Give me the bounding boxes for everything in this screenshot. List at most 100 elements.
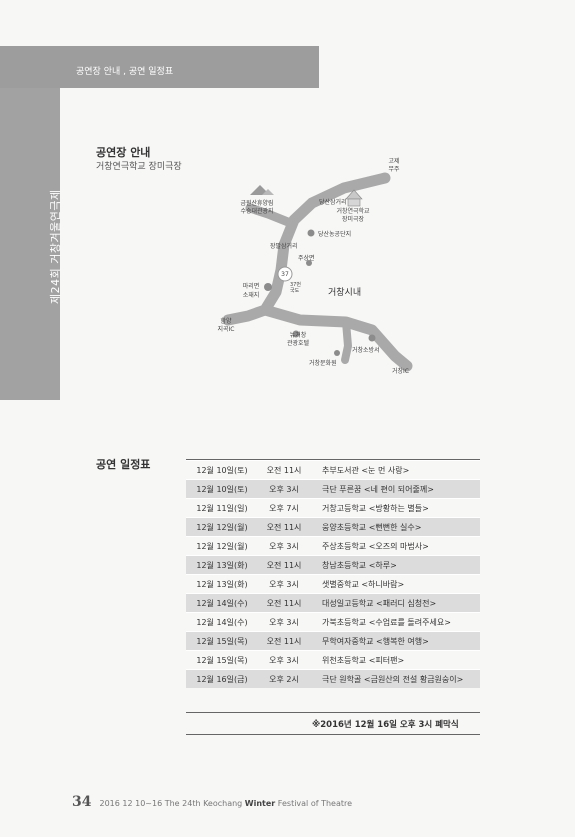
schedule-time: 오후 3시	[258, 574, 310, 594]
label-geumwon-l2: 수승대관광지	[240, 207, 273, 215]
table-bottom-rule	[186, 734, 480, 735]
label-gochang-l1: 고제	[388, 157, 399, 165]
label-gochang-l2: 무주	[388, 166, 400, 173]
school-icon	[345, 189, 363, 207]
road-main	[222, 172, 391, 326]
schedule-program: 창남초등학교 <하루>	[310, 555, 480, 575]
label-hamyang-l2: 지곡IC	[218, 325, 235, 333]
schedule-program: 무학여자중학교 <행복한 여행>	[310, 631, 480, 651]
schedule-date: 12월 12일(월)	[186, 536, 258, 556]
schedule-date: 12월 10일(토)	[186, 479, 258, 499]
label-geumwon-l1: 금원산휴양림	[240, 199, 273, 207]
schedule-time: 오후 3시	[258, 479, 310, 499]
schedule-time: 오전 11시	[258, 631, 310, 651]
schedule-time: 오전 11시	[258, 460, 310, 480]
schedule-program: 추부도서관 <눈 먼 사랑>	[310, 460, 480, 480]
schedule-date: 12월 14일(수)	[186, 612, 258, 632]
label-jangpal: 장팔삼거리	[270, 242, 298, 250]
label-jusang: 주상면	[298, 254, 315, 262]
schedule-date: 12월 15일(목)	[186, 631, 258, 651]
closing-ceremony-note: ※2016년 12월 16일 오후 3시 폐막식	[312, 720, 459, 730]
schedule-program: 거창고등학교 <방황하는 별들>	[310, 498, 480, 518]
schedule-program: 가북초등학교 <수업료를 돌려주세요>	[310, 612, 480, 632]
schedule-program: 극단 원학골 <금원산의 전설 황금원숭이>	[310, 669, 480, 688]
schedule-program: 주상초등학교 <오즈의 마법사>	[310, 536, 480, 556]
schedule-time: 오후 3시	[258, 612, 310, 632]
page-number: 34	[72, 794, 92, 810]
label-hotel-l2: 관광호텔	[287, 339, 310, 347]
footer-text-pre: 2016 12 10~16 The 24th Keochang	[99, 799, 245, 808]
label-route2-l2: 국도	[290, 288, 300, 294]
pin-hotel	[292, 330, 300, 338]
side-band	[0, 88, 60, 400]
label-route2-l1: 37번	[290, 281, 301, 288]
schedule-time: 오후 3시	[258, 536, 310, 556]
schedule-time: 오전 11시	[258, 517, 310, 537]
schedule-time: 오전 11시	[258, 555, 310, 575]
header-title: 공연장 안내 , 공연 일정표	[76, 67, 174, 77]
schedule-date: 12월 14일(수)	[186, 593, 258, 613]
label-ic: 거창IC	[392, 367, 409, 375]
label-hotel-l1: 뉴거창	[290, 331, 307, 339]
label-dangsan: 당산삼거리	[319, 198, 347, 206]
schedule-program: 샛별중학교 <하니바람>	[310, 574, 480, 594]
label-geochang-city: 거창시내	[328, 287, 361, 298]
schedule-program: 위천초등학교 <피터팬>	[310, 650, 480, 670]
schedule-date: 12월 16일(금)	[186, 669, 258, 688]
table-mid-rule	[186, 712, 480, 713]
pin-fire	[368, 334, 376, 342]
label-culture: 거창문화원	[309, 359, 337, 367]
schedule-time: 오후 7시	[258, 498, 310, 518]
schedule-section-title: 공연 일정표	[96, 458, 151, 471]
schedule-date: 12월 12일(월)	[186, 517, 258, 537]
venue-section-title: 공연장 안내	[96, 146, 151, 159]
label-school-l2: 장미극장	[342, 215, 365, 223]
road-west	[245, 203, 293, 227]
pin-jusang	[306, 260, 312, 266]
pin-dangsan	[307, 229, 315, 237]
schedule-program: 대성일고등학교 <패러디 심청전>	[310, 593, 480, 613]
schedule-program: 극단 푸른꿈 <네 편이 되어줄께>	[310, 479, 480, 499]
label-hamyang-l1: 함양	[220, 317, 232, 325]
schedule-date: 12월 11일(일)	[186, 498, 258, 518]
label-fire: 거창소방서	[352, 346, 380, 354]
header-band: 공연장 안내 , 공연 일정표	[0, 46, 319, 88]
label-route: 37	[281, 271, 289, 278]
schedule-date: 12월 15일(목)	[186, 650, 258, 670]
label-mari-l1: 마리면	[243, 282, 260, 290]
schedule-time: 오후 2시	[258, 669, 310, 688]
schedule-date: 12월 13일(화)	[186, 574, 258, 594]
road-branch	[341, 318, 352, 364]
table-top-rule	[186, 459, 480, 460]
mountain-icon	[250, 185, 274, 195]
label-school-l1: 거창연극학교	[336, 207, 370, 215]
schedule-date: 12월 13일(화)	[186, 555, 258, 575]
schedule-date: 12월 10일(토)	[186, 460, 258, 480]
road-lower	[259, 304, 413, 372]
label-dangsan-complex: 당산농공단지	[318, 230, 351, 238]
schedule-time: 오전 11시	[258, 593, 310, 613]
pin-mari	[264, 283, 272, 291]
